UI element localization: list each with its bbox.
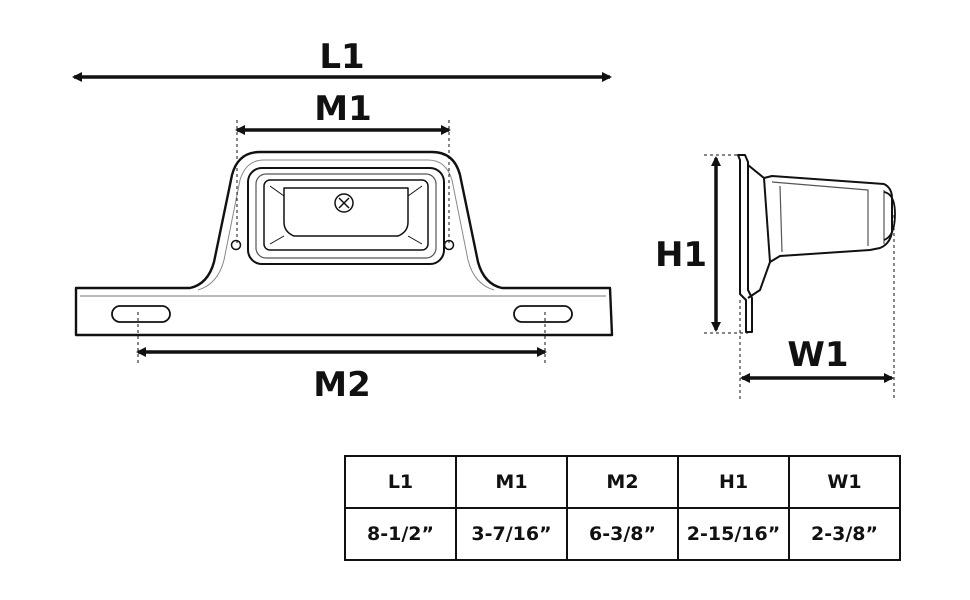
m1-label: M1 (314, 89, 372, 129)
lamp-lens-right-bevel (407, 185, 423, 245)
side-plate (737, 154, 753, 333)
table-header-row: L1 M1 M2 H1 W1 (344, 455, 901, 509)
table-value-cell: 2-15/16” (677, 507, 790, 561)
side-riser (747, 164, 771, 299)
dimension-diagram: L1 M1 M2 H1 W1 (72, 37, 896, 405)
table-value-cell: 3-7/16” (455, 507, 568, 561)
w1-label: W1 (787, 335, 848, 375)
riser-inner-edge (197, 159, 495, 291)
mount-hole-left (230, 239, 242, 251)
table-header-cell: L1 (344, 455, 457, 509)
dimension-lines-side (704, 154, 895, 400)
table-value-cell: 2-3/8” (788, 507, 901, 561)
h1-label: H1 (655, 235, 707, 275)
table-value-row: 8-1/2” 3-7/16” 6-3/8” 2-15/16” 2-3/8” (344, 507, 901, 561)
mount-slot-left (111, 305, 171, 323)
lamp-lens-frame (263, 179, 429, 251)
table-header-cell: H1 (677, 455, 790, 509)
mount-slot-right (513, 305, 573, 323)
table-value-cell: 8-1/2” (344, 507, 457, 561)
l1-label: L1 (319, 37, 364, 77)
dimension-lines-front (72, 72, 612, 366)
lamp-lens-left-bevel (269, 185, 285, 245)
side-lens-cap (883, 191, 896, 241)
table-header-cell: M1 (455, 455, 568, 509)
bracket-front-view (74, 150, 614, 337)
lamp-housing-inner (255, 173, 437, 259)
lamp-housing-outer (247, 167, 445, 265)
screw-slot (338, 197, 350, 209)
table-header-cell: M2 (566, 455, 679, 509)
table-header-cell: W1 (788, 455, 901, 509)
lamp-lens (283, 187, 409, 237)
side-lamp-shade (771, 181, 885, 253)
screw-icon (334, 193, 354, 213)
bracket-outline (74, 150, 614, 337)
m2-label: M2 (313, 365, 371, 405)
side-lamp-body (763, 175, 893, 263)
table-value-cell: 6-3/8” (566, 507, 679, 561)
bracket-side-view (737, 154, 896, 333)
dimensions-table: L1 M1 M2 H1 W1 8-1/2” 3-7/16” 6-3/8” 2-1… (344, 455, 901, 561)
